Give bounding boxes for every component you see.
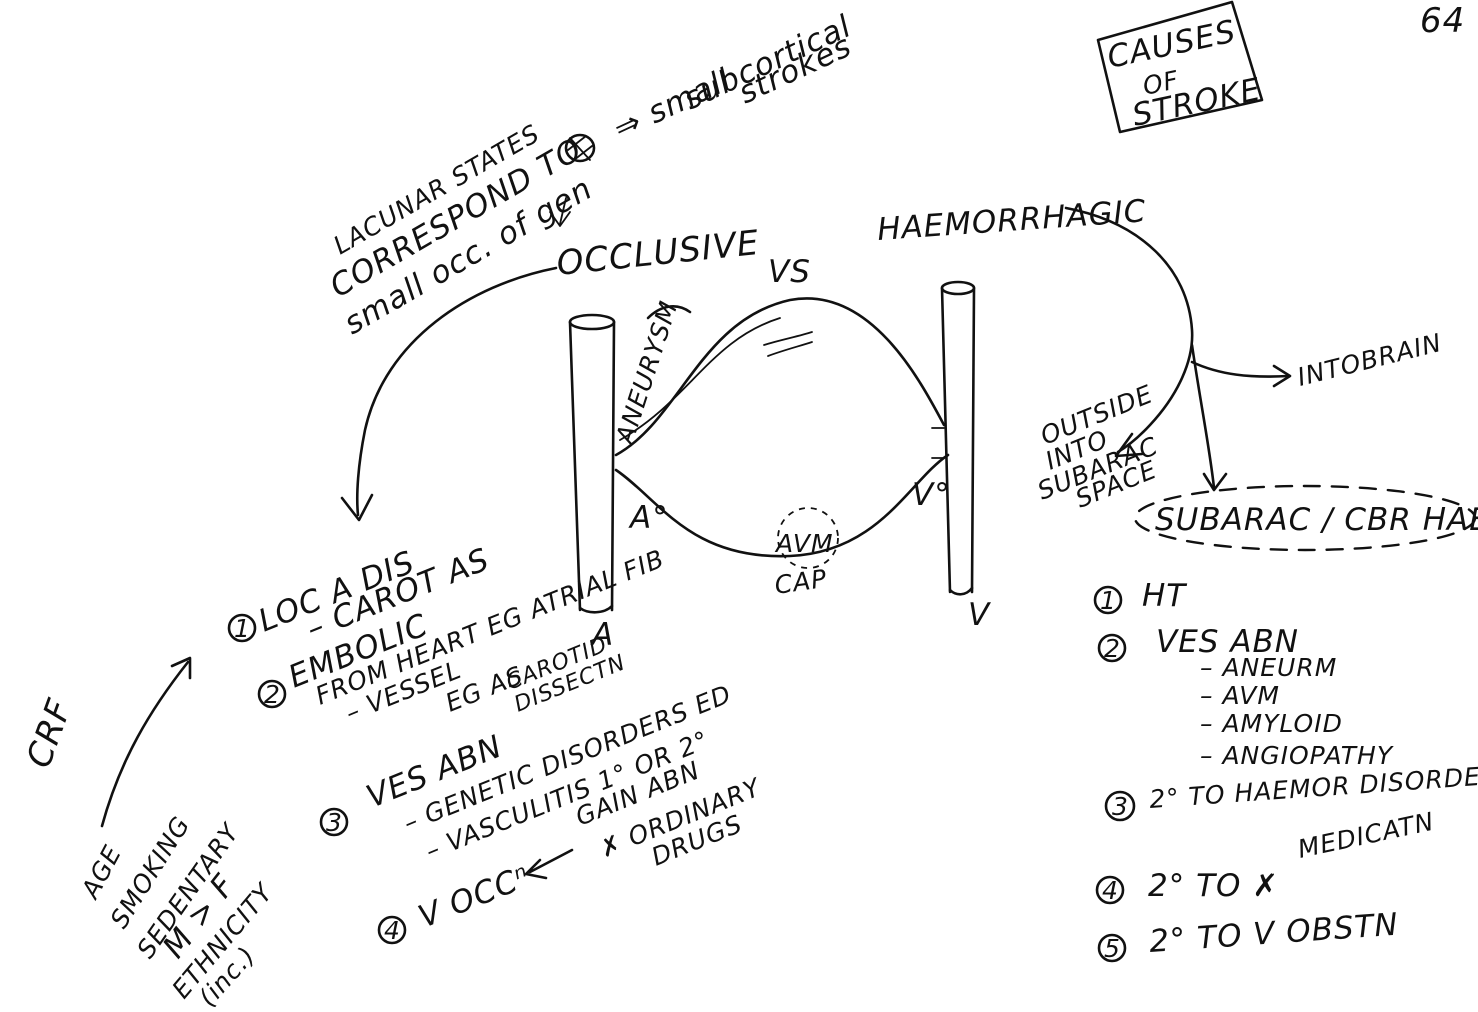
avm-outline <box>777 507 839 569</box>
upper-loop <box>614 297 946 457</box>
cap-label: CAP <box>773 564 829 600</box>
artery-vessel <box>568 313 616 614</box>
vein-vessel <box>940 280 976 596</box>
haem-cause-2-d: – ANGIOPATHY <box>1200 741 1394 770</box>
crf-note: CRF AGE SMOKING SEDENTARY M > F ETHNICIT… <box>19 656 279 1012</box>
haem-num-2: 2 <box>1104 634 1121 663</box>
haem-cause-2-c: – AMYLOID <box>1200 709 1343 738</box>
crf-label: CRF <box>19 694 81 773</box>
haem-cause-4-note: MEDICATN <box>1295 807 1437 864</box>
occ-num-2: 2 <box>264 680 281 709</box>
occlusive-arrow <box>355 266 558 517</box>
occ-num-3: 3 <box>326 808 343 837</box>
lacunar-note: LACUNAR STATES CORRESPOND TO small occ. … <box>324 8 857 342</box>
occlusive-label: OCCLUSIVE <box>555 223 761 284</box>
haemorrhage-type-outline <box>1133 484 1477 552</box>
title-box: CAUSES OF STROKE <box>1096 0 1264 134</box>
occ-cause-4: V OCCⁿ <box>414 858 536 935</box>
avm-label: AVM <box>774 529 834 558</box>
artery-end-label: A <box>590 617 614 653</box>
occ-num-1: 1 <box>234 614 251 643</box>
page-number: 64 <box>1420 1 1465 41</box>
intrabrain-label: INTOBRAIN <box>1294 328 1444 392</box>
occlusive-causes: 1 LOC A DIS – CAROT AS 2 EMBOLIC FROM HE… <box>227 541 765 945</box>
haem-num-5: 5 <box>1104 934 1121 963</box>
venous-label: V° <box>912 477 951 513</box>
haem-cause-1: HT <box>1142 578 1187 614</box>
haem-cause-5: 2° TO V OBSTN <box>1148 907 1400 960</box>
haem-cause-2-a: – ANEURM <box>1200 653 1337 682</box>
haem-num-3: 3 <box>1112 792 1129 821</box>
haemorrhage-type-label: SUBARAC / CBR HAEMOR <box>1155 502 1478 538</box>
arterial-label: A° <box>628 500 669 536</box>
haem-cause-4: 2° TO ✗ <box>1148 868 1279 904</box>
occ-num-4: 4 <box>384 916 401 945</box>
aneurysm-label: ANEURYSM <box>610 297 684 449</box>
vein-end-label: V <box>968 597 992 633</box>
haem-cause-2: VES ABN <box>1156 624 1299 660</box>
haemorrhagic-causes: 1 HT 2 VES ABN – ANEURM – AVM – AMYLOID … <box>1093 578 1478 963</box>
vs-label: VS <box>768 254 811 290</box>
haem-num-1: 1 <box>1100 586 1117 615</box>
haem-num-4: 4 <box>1102 876 1119 905</box>
haem-cause-2-b: – AVM <box>1200 681 1280 710</box>
lower-loop <box>614 453 950 558</box>
